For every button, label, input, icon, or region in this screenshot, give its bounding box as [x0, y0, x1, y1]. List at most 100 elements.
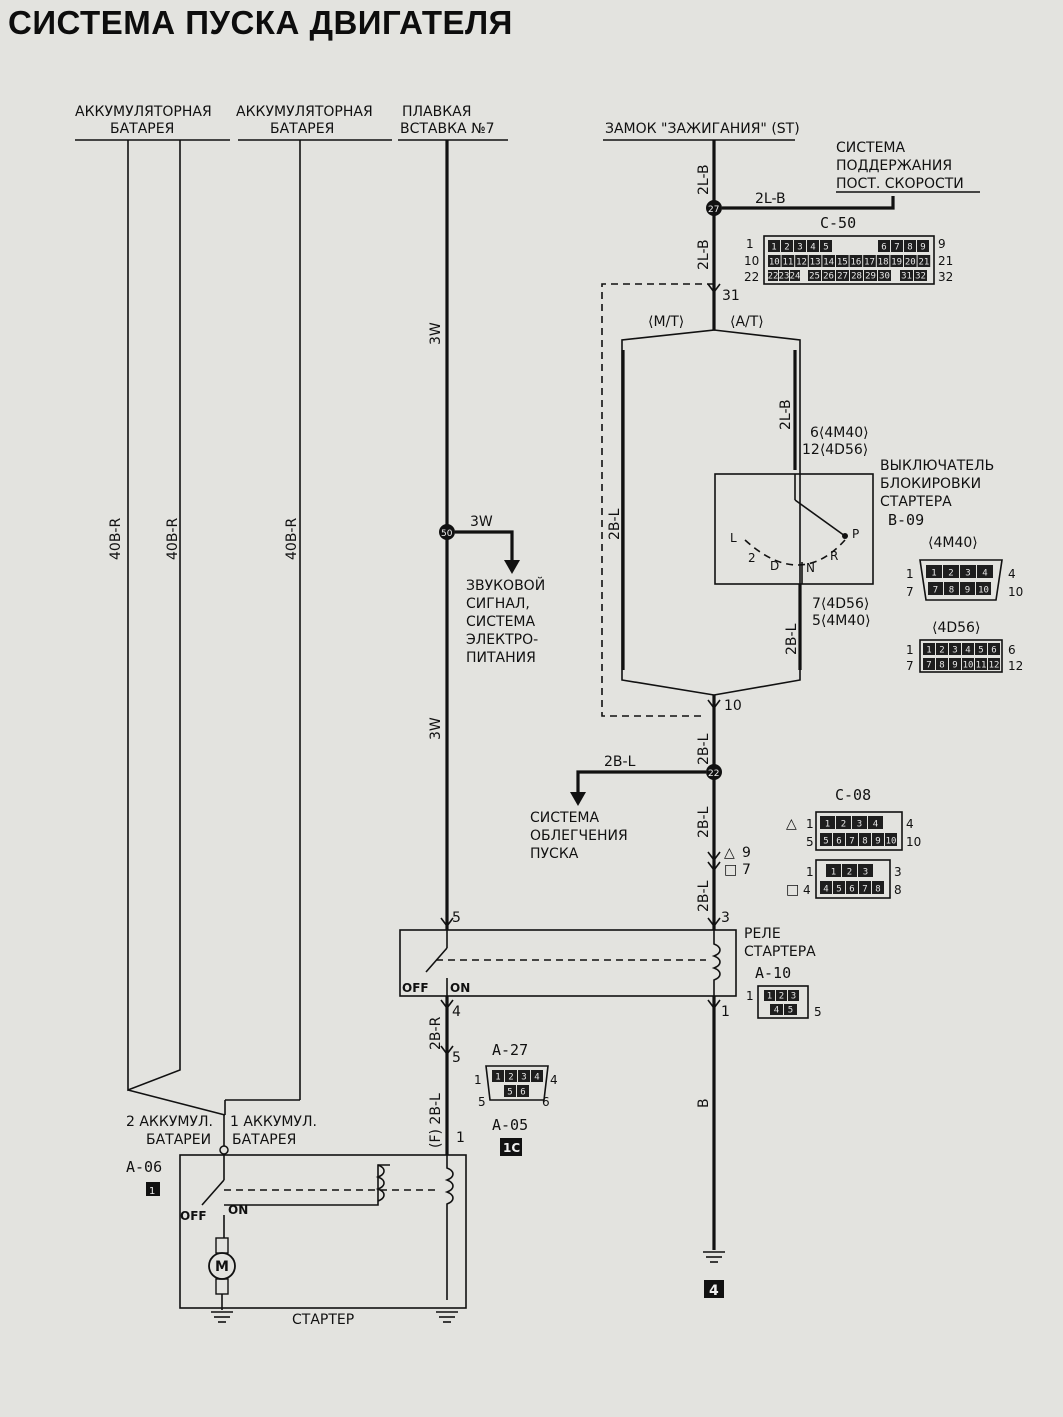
- inhibitor-label-1: ВЫКЛЮЧАТЕЛЬ: [880, 458, 994, 474]
- c50-cell-number: 4: [810, 243, 815, 253]
- a27-pin-6: 6: [542, 1095, 550, 1109]
- relay-label-2: СТАРТЕРА: [744, 944, 816, 960]
- trans-at-label: ⟨A/T⟩: [730, 314, 764, 330]
- c50-cell-number: 14: [823, 258, 834, 268]
- ground-icon-starter-solenoid: [436, 1311, 458, 1323]
- c50-cell: [836, 270, 849, 281]
- starter-motor-brush-top: [215, 1237, 229, 1254]
- b09b-cell: [923, 643, 935, 655]
- c08-triangle-symbol: △: [724, 845, 735, 861]
- b09b-cell: [936, 643, 948, 655]
- starter-pin-5: 5: [452, 1050, 461, 1066]
- c50-cell-number: 27: [837, 272, 848, 282]
- b09a-cell: [960, 565, 976, 578]
- battery-right-label-1: АККУМУЛЯТОРНАЯ: [236, 104, 373, 120]
- c08u-cell-number: 1: [825, 820, 830, 830]
- inhibitor-pos-2: 2: [748, 551, 756, 565]
- b09b-cell: [962, 658, 974, 670]
- horn-label-3: СИСТЕМА: [466, 614, 536, 630]
- c50-cell: [864, 270, 877, 281]
- b09a-pin-4: 4: [1008, 567, 1016, 581]
- fuse-label-1: ПЛАВКАЯ: [402, 104, 471, 120]
- c08u-cell: [846, 833, 858, 846]
- b09a-cell: [944, 582, 959, 595]
- relay-pin-5: 5: [452, 910, 461, 926]
- connector-c08-upper: [815, 811, 903, 851]
- a27-cell-number: 3: [521, 1073, 526, 1083]
- inhibitor-pin-bot-1: 7⟨4D56⟩: [812, 596, 869, 612]
- c50-cell-number: 1: [771, 243, 776, 253]
- relay-pin-5-arrow: [440, 917, 454, 928]
- b09b-pin-6: 6: [1008, 643, 1016, 657]
- a10-pin-5: 5: [814, 1005, 822, 1019]
- b09b-cell: [936, 658, 948, 670]
- c08u-cell-number: 7: [849, 837, 854, 847]
- c50-cell: [768, 240, 780, 252]
- starter-pin-2-label: 2 АККУМУЛ.: [126, 1114, 213, 1130]
- c50-cell-number: 22: [768, 272, 779, 282]
- b09b-cell-number: 1: [926, 646, 931, 656]
- relay-pin-3-arrow: [707, 917, 721, 928]
- c50-cell: [781, 240, 793, 252]
- c50-cell-number: 21: [918, 258, 929, 268]
- c08l-cell-number: 3: [863, 868, 868, 878]
- inhibitor-pin-top-1: 6⟨4M40⟩: [810, 425, 869, 441]
- a10-cell: [776, 990, 787, 1001]
- b09a-cell-number: 4: [982, 569, 987, 579]
- c50-cell-number: 8: [907, 243, 912, 253]
- b09b-cell-number: 10: [963, 661, 974, 671]
- b09b-cell: [988, 658, 1000, 670]
- assist-label-2: ОБЛЕГЧЕНИЯ: [530, 828, 628, 844]
- wire-label-f-2b-l: (F) 2B-L: [428, 1093, 444, 1148]
- c50-cell-number: 16: [850, 258, 861, 268]
- c50-cell: [768, 270, 778, 281]
- starter-pin-1-label-b: БАТАРЕЯ: [232, 1132, 296, 1148]
- b09b-cell-number: 12: [989, 661, 1000, 671]
- c50-pin-32: 32: [938, 270, 953, 284]
- connector-a05-badge: [500, 1138, 522, 1156]
- c08-upper-triangle: △: [786, 816, 797, 832]
- a10-cell: [764, 990, 775, 1001]
- c50-cell: [890, 255, 903, 267]
- a27-cell-number: 1: [495, 1073, 500, 1083]
- c08l-cell: [859, 881, 871, 894]
- c50-cell-number: 32: [915, 272, 926, 282]
- pin-31-label: 31: [722, 288, 740, 304]
- c08l-cell-number: 8: [875, 885, 880, 895]
- horn-arrow-icon: [504, 560, 520, 574]
- c08u-cell-number: 9: [875, 837, 880, 847]
- b09-variant-b-label: ⟨4D56⟩: [932, 620, 980, 636]
- c50-cell: [914, 270, 927, 281]
- inhibitor-pin-bot-2: 5⟨4M40⟩: [812, 613, 871, 629]
- c08l-pin-1: 1: [806, 865, 814, 879]
- c50-pin-10: 10: [744, 254, 759, 268]
- a27-cell: [504, 1085, 516, 1097]
- relay-label-1: РЕЛЕ: [744, 926, 781, 942]
- b09b-cell-number: 4: [965, 646, 970, 656]
- horn-label-2: СИГНАЛ,: [466, 596, 530, 612]
- b09a-cell: [926, 565, 942, 578]
- c08u-cell-number: 8: [862, 837, 867, 847]
- c50-cell: [891, 240, 903, 252]
- b09b-cell-number: 3: [952, 646, 957, 656]
- starter-on-label: ON: [228, 1203, 248, 1217]
- c08l-pin-8: 8: [894, 883, 902, 897]
- b09a-cell-number: 7: [933, 586, 938, 596]
- c08u-cell-number: 4: [873, 820, 878, 830]
- c08u-cell: [820, 816, 835, 829]
- c50-cell: [917, 240, 929, 252]
- b09a-cell-number: 2: [948, 569, 953, 579]
- c08l-cell: [826, 864, 841, 877]
- inhibitor-pos-n: N: [806, 561, 815, 575]
- inhibitor-pos-p: P: [852, 527, 859, 541]
- b09b-cell: [962, 643, 974, 655]
- horn-label-5: ПИТАНИЯ: [466, 650, 536, 666]
- c50-cell: [878, 240, 890, 252]
- starter-box: [179, 1154, 467, 1309]
- c50-cell-number: 17: [864, 258, 875, 268]
- b09-variant-a-label: ⟨4M40⟩: [928, 535, 978, 551]
